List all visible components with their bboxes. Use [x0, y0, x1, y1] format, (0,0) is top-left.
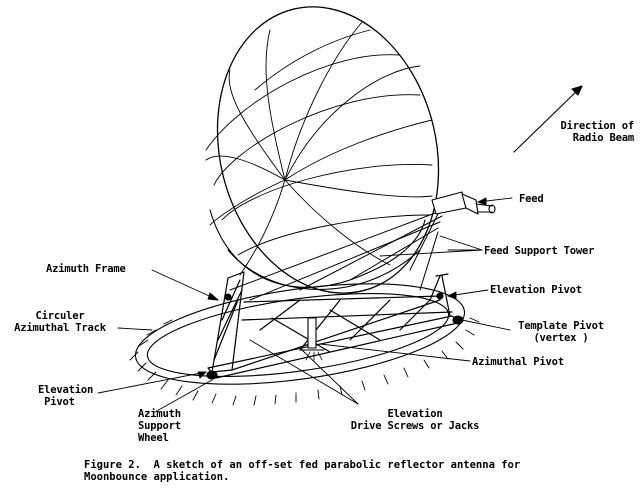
azimuthal-track-ring [134, 283, 466, 385]
label-elevation-pivot-left: Elevation Pivot [38, 384, 94, 408]
label-direction-of-radio-beam: Direction of Radio Beam [560, 120, 635, 144]
ground-hatching [129, 317, 480, 406]
label-azimuth-support-wheel: Azimuth Support Wheel [138, 408, 181, 444]
label-template-pivot: Template Pivot (vertex ) [518, 320, 604, 344]
label-circular-azimuthal-track: Circuler Azimuthal Track [14, 310, 106, 334]
label-azimuthal-pivot: Azimuthal Pivot [472, 356, 564, 368]
label-feed: Feed [519, 193, 544, 205]
label-azimuth-frame: Azimuth Frame [46, 263, 126, 275]
azimuthal-pivot-post [299, 317, 325, 361]
feed-horn-icon [431, 191, 496, 215]
dish-ribs [205, 21, 433, 276]
feed-support-tower [229, 209, 443, 301]
dish-rings [205, 29, 433, 256]
radio-beam-arrow-icon [513, 85, 583, 153]
label-elevation-pivot-right: Elevation Pivot [490, 284, 582, 296]
label-elevation-drive: Elevation Drive Screws or Jacks [350, 408, 480, 432]
azimuth-support-wheels [206, 292, 464, 380]
label-feed-support-tower: Feed Support Tower [484, 245, 595, 257]
figure-caption: Figure 2. A sketch of an off-set fed par… [84, 459, 521, 483]
label-leader-lines [97, 197, 513, 413]
